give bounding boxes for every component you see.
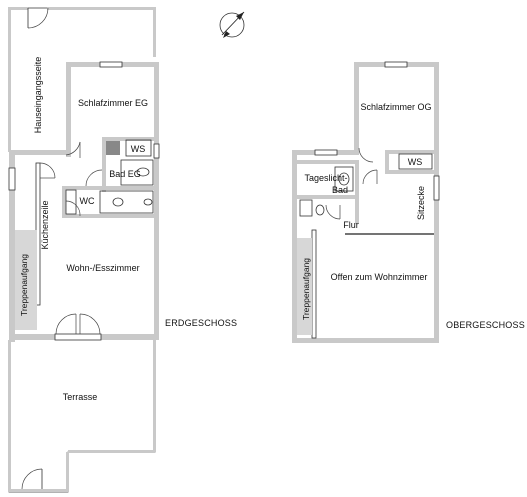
stairs-ground-fill	[15, 230, 37, 330]
room-label-stairs-og: Treppenaufgang	[301, 258, 311, 320]
terrace-door	[21, 468, 43, 490]
room-label-bedroom-og: Schlafzimmer OG	[360, 102, 431, 112]
upper-floor-walls	[292, 61, 440, 343]
room-label-living-dining: Wohn-/Esszimmer	[66, 263, 139, 273]
upper-labels: Schlafzimmer OG WS Tageslicht- Bad Flur …	[301, 102, 525, 330]
upper-floor: Schlafzimmer OG WS Tageslicht- Bad Flur …	[292, 61, 525, 343]
ws-box-eg	[125, 139, 152, 157]
room-label-daylight-bath-2: Bad	[332, 185, 348, 195]
terrace: Terrasse	[8, 340, 156, 493]
room-label-open-living: Offen zum Wohnzimmer	[331, 272, 428, 282]
room-label-bath-eg: Bad EG	[109, 169, 141, 179]
room-label-terrace: Terrasse	[63, 392, 98, 402]
caption-ground-floor: ERDGESCHOSS	[165, 318, 237, 328]
room-label-ws-eg: WS	[131, 144, 146, 154]
room-label-stairs-eg: Treppenaufgang	[19, 254, 29, 316]
room-label-hall: Flur	[343, 220, 359, 230]
room-label-entrance-side: Hauseingangsseite	[33, 57, 43, 134]
ground-door-swings	[39, 141, 103, 335]
entrance-door	[27, 7, 49, 29]
upper-door-swings	[325, 147, 378, 220]
entrance-area	[8, 7, 156, 152]
compass-north-arrow-icon	[219, 11, 245, 38]
room-label-daylight-bath-1: Tageslicht-	[304, 173, 347, 183]
ground-labels: Hauseingangsseite Schlafzimmer EG WS Bad…	[19, 57, 237, 328]
stairs-upper-fill	[297, 238, 312, 335]
ws-box-og	[398, 153, 433, 170]
room-label-wc: WC	[80, 196, 95, 206]
upper-bath-fixtures	[299, 166, 354, 217]
room-label-bedroom-eg: Schlafzimmer EG	[78, 98, 148, 108]
bath-fixtures	[65, 141, 154, 215]
caption-upper-floor: OBERGESCHOSS	[446, 320, 525, 330]
room-label-ws-og: WS	[408, 157, 423, 167]
ground-floor: Hauseingangsseite Schlafzimmer EG WS Bad…	[8, 7, 237, 493]
room-label-kitchen: Küchenzeile	[40, 200, 50, 249]
ground-floor-walls	[8, 61, 160, 342]
room-label-sitting-corner: Sitzecke	[416, 186, 426, 220]
